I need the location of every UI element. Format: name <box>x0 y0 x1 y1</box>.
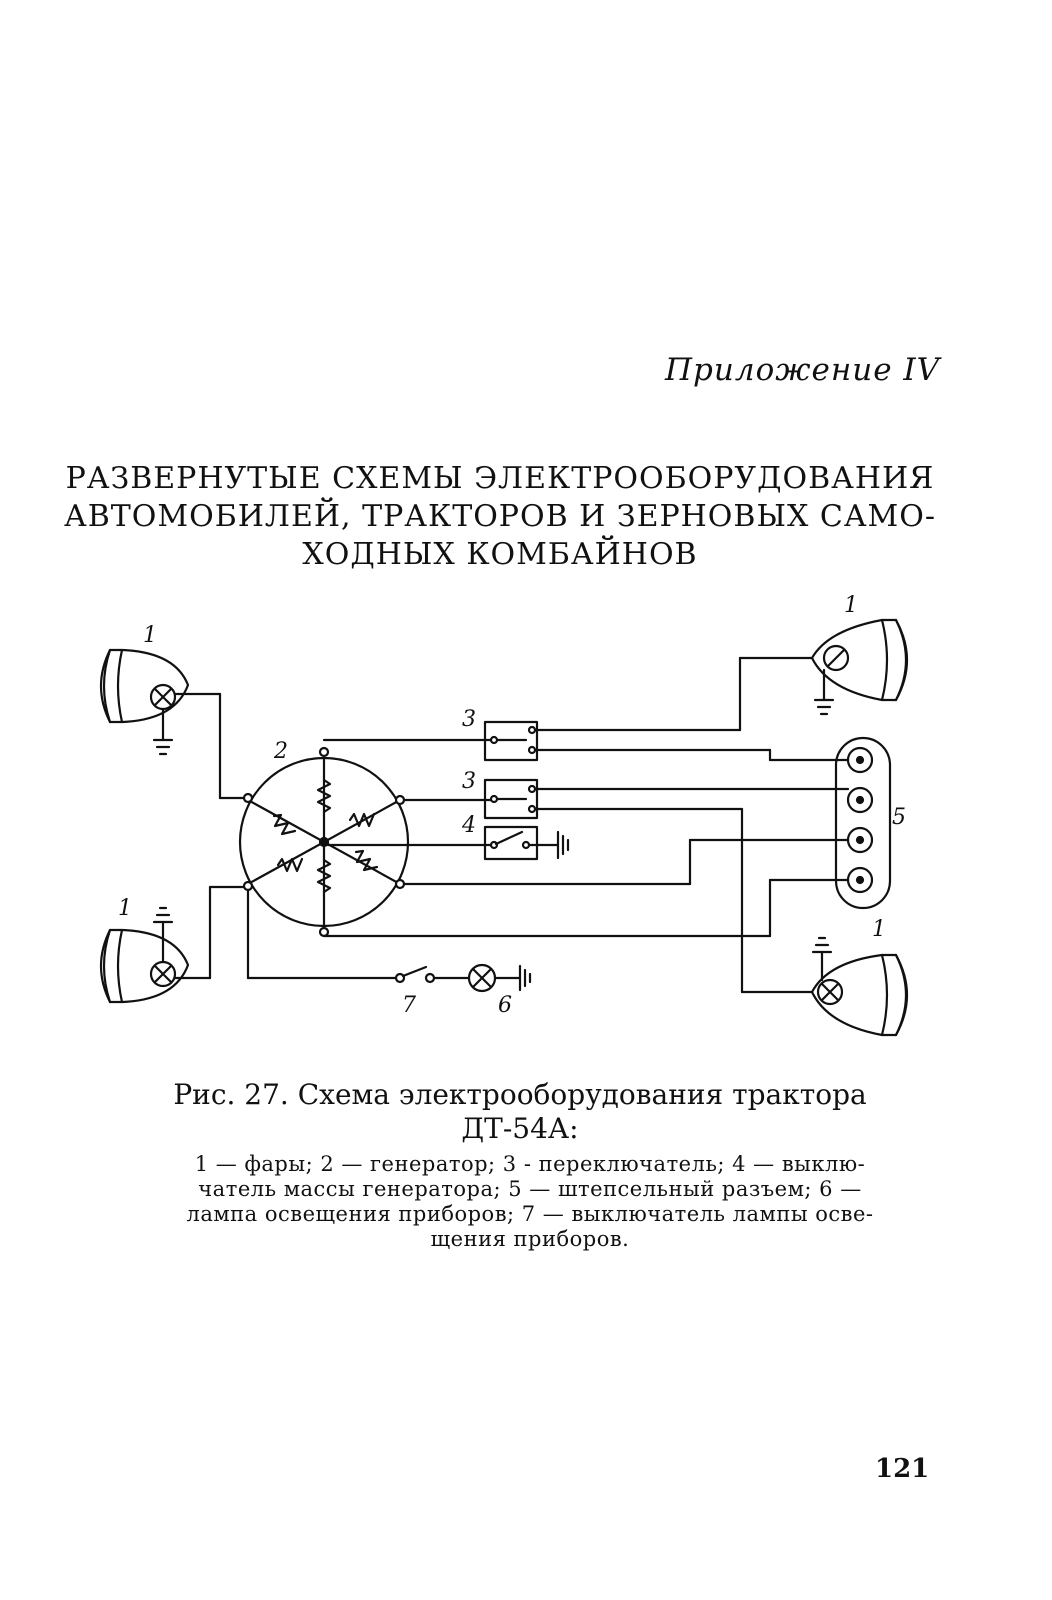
headlight-bottom-left <box>100 885 250 1004</box>
figure-legend-line-4: щения приборов. <box>430 1227 630 1251</box>
headlight-top-left <box>100 648 250 800</box>
generator <box>238 746 410 938</box>
plug-connector <box>322 736 892 938</box>
figure-caption-title-line-1: Рис. 27. Схема электрооборудования тракт… <box>173 1078 867 1111</box>
label-headlight-bottom-left: 1 <box>118 896 132 921</box>
appendix-label: Приложение IV <box>665 352 941 388</box>
page-title-line-3: ХОДНЫХ КОМБАЙНОВ <box>302 537 698 572</box>
label-headlight-top-right: 1 <box>844 593 858 618</box>
page-title-line-1: РАЗВЕРНУТЫЕ СХЕМЫ ЭЛЕКТРООБОРУДОВАНИЯ <box>65 461 935 496</box>
label-headlight-bottom-right: 1 <box>872 917 886 942</box>
label-headlight-top-left: 1 <box>143 623 157 648</box>
instrument-lamp-circuit <box>246 888 532 993</box>
label-switch-middle: 3 <box>462 769 476 794</box>
switch-middle <box>402 778 850 994</box>
figure-legend-line-3: лампа освещения приборов; 7 — выключател… <box>186 1202 874 1226</box>
figure-legend-line-1: 1 — фары; 2 — генератор; 3 - переключате… <box>194 1152 866 1176</box>
label-generator: 2 <box>273 739 288 764</box>
figure-legend-line-2: чатель массы генератора; 5 — штепсельный… <box>198 1177 862 1201</box>
page-number: 121 <box>875 1454 930 1484</box>
label-lamp-switch: 7 <box>402 993 416 1018</box>
label-plug-connector: 5 <box>892 805 906 830</box>
label-ground-switch: 4 <box>461 813 476 838</box>
label-switch-top: 3 <box>462 707 476 732</box>
headlight-bottom-right <box>810 936 909 1037</box>
headlight-top-right <box>810 618 909 716</box>
figure-caption-title-line-2: ДТ-54А: <box>461 1112 579 1145</box>
wiring-diagram: 1 1 1 1 2 3 3 4 5 6 7 <box>100 593 909 1037</box>
label-instrument-lamp: 6 <box>498 993 512 1018</box>
ground-switch <box>326 825 570 861</box>
page-title-line-2: АВТОМОБИЛЕЙ, ТРАКТОРОВ И ЗЕРНОВЫХ САМО- <box>64 499 936 534</box>
switch-top <box>322 656 850 762</box>
